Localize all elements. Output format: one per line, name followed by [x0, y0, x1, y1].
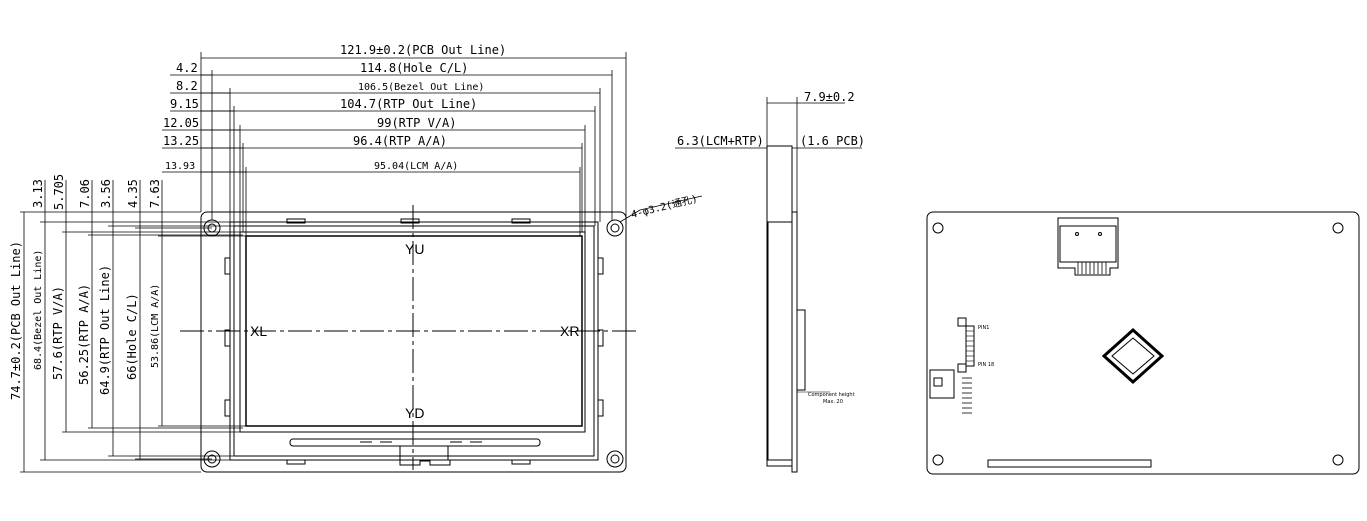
touch-label-yu: YU	[405, 241, 424, 257]
dim-lcm-aa-height: 53.86(LCM A/A)	[150, 284, 161, 368]
side-pcb: (1.6 PCB)	[800, 134, 865, 148]
card-connector	[1057, 217, 1119, 276]
back-view: PIN1 PIN 18	[926, 211, 1360, 475]
pin18-label: PIN 18	[978, 362, 994, 368]
offset-7-63: 7.63	[148, 179, 162, 208]
side-lcm-rtp: 6.3(LCM+RTP)	[677, 134, 764, 148]
dim-rtp-outline-height: 64.9(RTP Out Line)	[98, 265, 112, 395]
dim-bezel-height: 68.4(Bezel Out Line)	[33, 250, 44, 370]
back-pcb-outline	[926, 211, 1360, 475]
dim-lcm-aa-width: 95.04(LCM A/A)	[374, 161, 458, 172]
offset-4-2: 4.2	[176, 61, 198, 75]
mounting-hole	[606, 219, 624, 237]
offset-9-15: 9.15	[170, 97, 199, 111]
dim-bezel-width: 106.5(Bezel Out Line)	[358, 82, 484, 93]
mounting-hole	[606, 450, 624, 468]
width-dimensions	[162, 52, 627, 236]
dim-rtp-va-width: 99(RTP V/A)	[377, 116, 456, 130]
front-view: YU YD XL XR	[9, 43, 703, 473]
side-view: 7.9±0.2 6.3(LCM+RTP) (1.6 PCB) Component…	[675, 90, 865, 473]
offset-12-05: 12.05	[163, 116, 199, 130]
dim-rtp-outline-width: 104.7(RTP Out Line)	[340, 97, 477, 111]
fpc-slot	[987, 459, 1152, 468]
offset-3-13: 3.13	[31, 179, 45, 208]
pin1-label: PIN1	[978, 325, 989, 331]
offset-8-2: 8.2	[176, 79, 198, 93]
side-connector	[929, 369, 972, 414]
dim-hole-cl-height: 66(Hole C/L)	[125, 293, 139, 380]
offset-13-93: 13.93	[165, 161, 195, 172]
bezel-outline	[229, 221, 599, 461]
dim-rtp-aa-width: 96.4(RTP A/A)	[353, 134, 447, 148]
offset-13-25: 13.25	[163, 134, 199, 148]
height-dimensions	[20, 180, 246, 473]
side-thickness: 7.9±0.2	[804, 90, 855, 104]
component-note-1: Component height	[808, 392, 855, 398]
offset-7-06: 7.06	[78, 179, 92, 208]
offset-3-56: 3.56	[99, 179, 113, 208]
dim-pcb-height: 74.7±0.2(PCB Out Line)	[9, 241, 23, 400]
offset-5-705: 5.705	[52, 174, 66, 210]
dim-rtp-aa-height: 56.25(RTP A/A)	[77, 284, 91, 385]
dim-rtp-va-height: 57.6(RTP V/A)	[51, 286, 65, 380]
touch-label-yd: YD	[405, 405, 424, 421]
component-note-2: Max. 20	[823, 399, 843, 405]
touch-label-xl: XL	[250, 323, 267, 339]
touch-label-xr: XR	[560, 323, 579, 339]
offset-4-35: 4.35	[126, 179, 140, 208]
pin-header: PIN1 PIN 18	[957, 317, 994, 373]
hole-callout: 4-φ3.2(通孔)	[630, 193, 699, 221]
dim-pcb-width: 121.9±0.2(PCB Out Line)	[340, 43, 506, 57]
mcu-chip	[1101, 327, 1165, 385]
dim-hole-cl-width: 114.8(Hole C/L)	[360, 61, 468, 75]
